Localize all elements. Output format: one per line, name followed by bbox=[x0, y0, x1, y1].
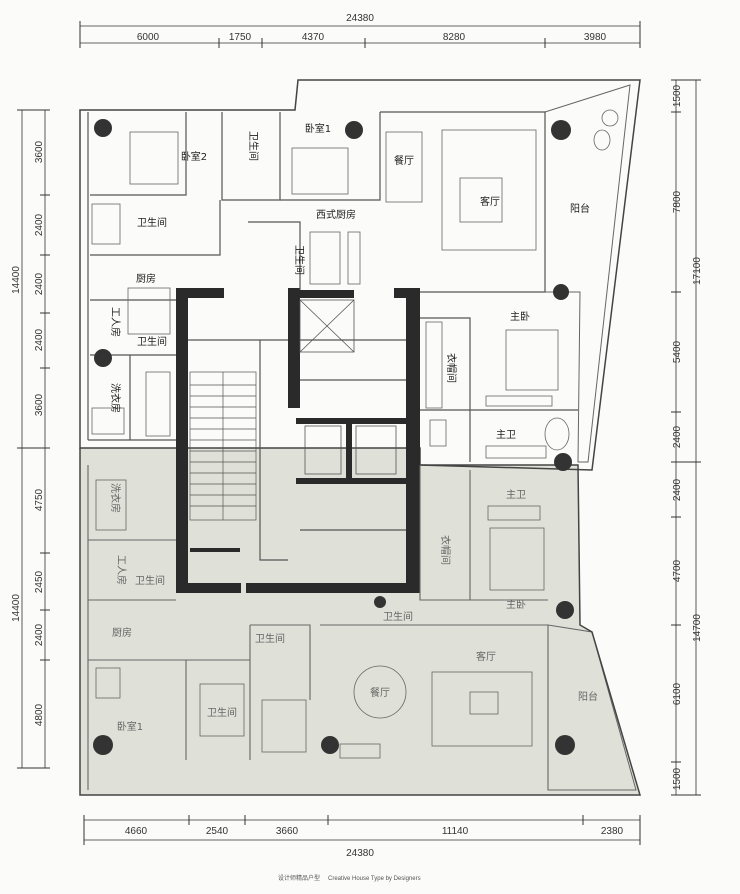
room-label-master-bath: 主卫 bbox=[496, 429, 516, 441]
top-dimension-4: 8280 bbox=[443, 32, 466, 43]
room-label-lower-laundry: 洗衣房 bbox=[109, 483, 122, 513]
left-upper-2: 2400 bbox=[34, 213, 45, 236]
room-label-kitchen: 厨房 bbox=[136, 272, 156, 285]
room-label-lower-bath1: 卫生间 bbox=[135, 574, 165, 587]
right-lower-4: 1500 bbox=[672, 767, 683, 790]
left-total-lower: 14400 bbox=[11, 594, 22, 622]
room-label-lower-master-bath: 主卫 bbox=[506, 489, 526, 501]
elevator-shafts bbox=[299, 299, 397, 475]
room-label-lower-balcony: 阳台 bbox=[578, 690, 598, 703]
right-lower-2: 4700 bbox=[672, 559, 683, 582]
left-lower-1: 4750 bbox=[34, 488, 45, 511]
top-total-dimension: 24380 bbox=[346, 13, 374, 24]
room-label-laundry: 洗衣房 bbox=[109, 383, 122, 413]
left-upper-3: 2400 bbox=[34, 272, 45, 295]
lower-unit-outline bbox=[79, 448, 642, 796]
left-lower-2: 2450 bbox=[34, 570, 45, 593]
room-label-lower-bath3: 卫生间 bbox=[383, 610, 413, 623]
room-label-bath-d: 卫生间 bbox=[293, 245, 306, 275]
left-lower-4: 4800 bbox=[34, 703, 45, 726]
room-label-lower-living: 客厅 bbox=[476, 650, 496, 663]
room-label-cloakroom: 衣帽间 bbox=[445, 353, 458, 383]
room-label-master: 主卧 bbox=[510, 310, 530, 323]
room-label-lower-bedroom1: 卧室1 bbox=[117, 720, 143, 733]
caption-chinese: 设计师精品户型 bbox=[278, 874, 320, 882]
bottom-dimension-chain: 4660 2540 3660 11140 2380 24380 bbox=[83, 815, 641, 859]
stair bbox=[189, 371, 257, 521]
right-total-upper: 17100 bbox=[692, 257, 703, 285]
lower-partitions bbox=[87, 465, 549, 790]
room-label-bath-a: 卫生间 bbox=[247, 131, 260, 161]
right-total-lower: 14700 bbox=[692, 614, 703, 642]
bottom-dimension-2: 2540 bbox=[206, 826, 229, 837]
core-walls bbox=[176, 288, 420, 593]
room-label-lower-bath2: 卫生间 bbox=[255, 632, 285, 645]
furniture-lower bbox=[95, 479, 545, 759]
room-label-lower-kitchen: 厨房 bbox=[112, 626, 132, 639]
left-upper-1: 3600 bbox=[34, 140, 45, 163]
room-label-lower-bath4: 卫生间 bbox=[207, 706, 237, 719]
right-upper-4: 2400 bbox=[672, 425, 683, 448]
left-dimension-chain: 14400 3600 2400 2400 2400 3600 14400 475… bbox=[11, 109, 50, 769]
right-lower-3: 6100 bbox=[672, 682, 683, 705]
room-label-dining: 餐厅 bbox=[394, 154, 414, 167]
room-label-bath-e: 卫生间 bbox=[137, 335, 167, 348]
top-dimension-1: 6000 bbox=[137, 32, 160, 43]
room-label-lower-cloak: 衣帽间 bbox=[439, 535, 452, 565]
left-upper-4: 2400 bbox=[34, 328, 45, 351]
room-label-bedroom1: 卧室1 bbox=[305, 122, 331, 135]
room-label-bath-c: 卫生间 bbox=[137, 216, 167, 229]
right-upper-3: 5400 bbox=[672, 340, 683, 363]
room-label-lower-master: 主卧 bbox=[506, 598, 526, 611]
room-label-lower-maid: 工人房 bbox=[115, 555, 128, 585]
upper-unit-outline bbox=[79, 79, 641, 471]
bottom-dimension-5: 2380 bbox=[601, 826, 624, 837]
interior-partitions bbox=[87, 111, 578, 561]
right-upper-2: 7800 bbox=[672, 190, 683, 213]
top-dimension-2: 1750 bbox=[229, 32, 252, 43]
top-dimension-5: 3980 bbox=[584, 32, 607, 43]
room-label-lower-dining: 餐厅 bbox=[370, 686, 390, 699]
bottom-total-dimension: 24380 bbox=[346, 848, 374, 859]
room-label-western-kitchen: 西式厨房 bbox=[316, 208, 356, 221]
bottom-dimension-4: 11140 bbox=[442, 826, 469, 837]
furniture-upper bbox=[91, 109, 619, 459]
room-label-maid-room: 工人房 bbox=[109, 307, 122, 337]
left-total-upper: 14400 bbox=[11, 266, 22, 294]
lower-unit-shading bbox=[80, 448, 640, 795]
bottom-dimension-1: 4660 bbox=[125, 826, 148, 837]
room-label-bedroom2: 卧室2 bbox=[181, 150, 207, 163]
left-lower-3: 2400 bbox=[34, 623, 45, 646]
right-lower-1: 2400 bbox=[672, 478, 683, 501]
left-upper-5: 3600 bbox=[34, 393, 45, 416]
caption-english: Creative House Type by Designers bbox=[328, 876, 421, 882]
right-dimension-chain: 1500 7800 5400 2400 17100 2400 4700 6100… bbox=[671, 79, 703, 796]
room-label-living: 客厅 bbox=[480, 195, 500, 208]
right-upper-1: 1500 bbox=[672, 84, 683, 107]
room-label-balcony: 阳台 bbox=[570, 202, 590, 215]
bottom-dimension-3: 3660 bbox=[276, 826, 299, 837]
top-dimension-3: 4370 bbox=[302, 32, 325, 43]
columns bbox=[93, 119, 575, 755]
top-dimension-chain: 24380 6000 1750 4370 8280 3980 bbox=[79, 13, 641, 48]
